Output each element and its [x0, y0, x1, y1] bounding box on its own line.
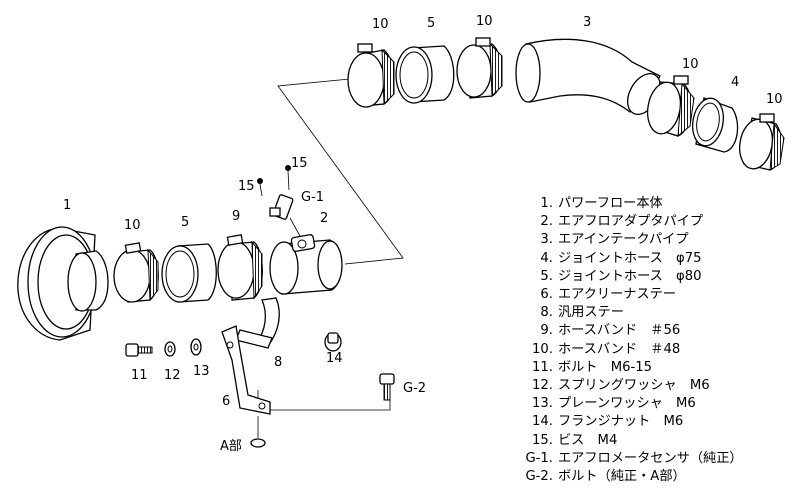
parts-list-name: エアクリーナステー: [558, 287, 677, 303]
callout-3: 3: [583, 15, 591, 30]
callout-10-c: 10: [682, 57, 699, 72]
hose-band-10-left: [113, 242, 159, 303]
callout-10-b: 10: [476, 14, 493, 29]
general-stay: [235, 297, 280, 349]
parts-list-name: ホースバンド ＃48: [558, 341, 681, 357]
parts-list-number: 6.: [540, 287, 553, 303]
callout-g1: G-1: [301, 190, 324, 205]
parts-list-item: 15. ビス M4: [517, 432, 743, 450]
parts-list-number: 14.: [532, 414, 553, 430]
callout-10-a: 10: [372, 17, 389, 32]
parts-list-name: ジョイントホース φ75: [558, 250, 702, 266]
callout-15-b: 15: [291, 156, 308, 171]
parts-list-item: 8. 汎用ステー: [517, 304, 743, 322]
callout-g2: G-2: [403, 381, 426, 396]
air-flow-adapter-pipe: [269, 234, 343, 295]
parts-list-number: 13.: [532, 396, 553, 412]
parts-list-item: 4. ジョイントホース φ75: [517, 250, 743, 268]
parts-list-number: G-1.: [525, 450, 553, 466]
parts-list-item: 13. プレーンワッシャ M6: [517, 395, 743, 413]
bolt-g2: [379, 373, 395, 401]
callout-9: 9: [232, 209, 240, 224]
callout-10-e: 10: [124, 218, 141, 233]
parts-list-item: 12. スプリングワッシャ M6: [517, 377, 743, 395]
hose-band-10-top-c: [646, 75, 695, 138]
parts-list-item: 1. パワーフロー本体: [517, 195, 743, 213]
parts-list-name: エアフロアダプタパイプ: [558, 214, 704, 230]
callout-4: 4: [731, 75, 739, 90]
parts-list-name: スプリングワッシャ M6: [558, 378, 710, 394]
flange-nut-14: [324, 332, 342, 352]
parts-list-item: 10. ホースバンド ＃48: [517, 341, 743, 359]
callout-15-a: 15: [238, 179, 255, 194]
air-cleaner-stay: [221, 325, 271, 415]
parts-list-item: 2. エアフロアダプタパイプ: [517, 213, 743, 231]
parts-list-item: 3. エアインテークパイプ: [517, 231, 743, 249]
parts-list-number: 15.: [532, 432, 553, 448]
joint-hose-4: [692, 97, 739, 153]
hose-band-10-top-b: [456, 37, 503, 99]
parts-list-item: 6. エアクリーナステー: [517, 286, 743, 304]
parts-list-number: 2.: [540, 214, 553, 230]
parts-list-item: 5. ジョイントホース φ80: [517, 268, 743, 286]
hose-band-10-top-d: [739, 113, 785, 171]
parts-list-number: 1.: [540, 196, 553, 211]
parts-list-name: パワーフロー本体: [558, 196, 663, 211]
parts-list-number: 3.: [540, 232, 553, 248]
parts-list-name: フランジナット M6: [558, 414, 684, 430]
parts-list-number: 8.: [540, 305, 553, 321]
parts-list-number: 9.: [540, 323, 553, 339]
callout-12: 12: [164, 368, 181, 383]
parts-list-name: ボルト M6-15: [558, 359, 653, 375]
parts-list-name: 汎用ステー: [558, 305, 624, 321]
parts-list-name: プレーンワッシャ M6: [558, 396, 696, 412]
parts-list-number: 5.: [540, 268, 553, 284]
callout-5-top: 5: [427, 16, 435, 31]
callout-a-part: A部: [220, 439, 242, 454]
callout-8: 8: [274, 355, 282, 370]
air-intake-pipe: [515, 38, 662, 115]
plain-washer-13: [190, 338, 202, 356]
hose-band-9: [217, 234, 263, 301]
power-flow-body: [17, 226, 109, 341]
parts-list-name: ボルト（純正・A部）: [558, 469, 686, 485]
callout-1: 1: [63, 198, 71, 213]
callout-6: 6: [222, 394, 230, 409]
callout-11: 11: [131, 368, 148, 383]
callout-14: 14: [326, 351, 343, 366]
callout-2: 2: [320, 211, 328, 226]
joint-hose-5-left: [161, 243, 217, 303]
parts-list-name: ホースバンド ＃56: [558, 323, 681, 339]
parts-list-item: 14. フランジナット M6: [517, 413, 743, 431]
air-flow-meter-sensor: [269, 194, 301, 237]
bolt-11: [125, 343, 153, 357]
spring-washer-12: [164, 341, 176, 357]
parts-list-item: 9. ホースバンド ＃56: [517, 322, 743, 340]
parts-list-item: G-1. エアフロメータセンサ（純正）: [517, 450, 743, 468]
parts-list-number: 11.: [532, 359, 553, 375]
parts-list-name: ビス M4: [558, 432, 618, 448]
parts-list-number: G-2.: [525, 469, 553, 485]
parts-list-name: エアインテークパイプ: [558, 232, 689, 248]
parts-list-name: ジョイントホース φ80: [558, 268, 702, 284]
parts-list-number: 10.: [532, 341, 553, 357]
parts-list-number: 4.: [540, 250, 553, 266]
a-part-hole: [250, 438, 266, 448]
parts-list: 1. パワーフロー本体 2. エアフロアダプタパイプ 3. エアインテークパイプ 4. ジョイ…: [517, 195, 743, 486]
callout-13: 13: [193, 364, 210, 379]
parts-list-item: 11. ボルト M6-15: [517, 359, 743, 377]
parts-list-item: G-2. ボルト（純正・A部）: [517, 468, 743, 486]
callout-5-left: 5: [181, 215, 189, 230]
joint-hose-5-top: [395, 45, 455, 104]
parts-list-name: エアフロメータセンサ（純正）: [558, 450, 743, 466]
hose-band-10-top-a: [347, 43, 395, 108]
parts-list-number: 12.: [532, 378, 553, 394]
callout-10-d: 10: [766, 92, 783, 107]
screws-15: [257, 165, 291, 197]
